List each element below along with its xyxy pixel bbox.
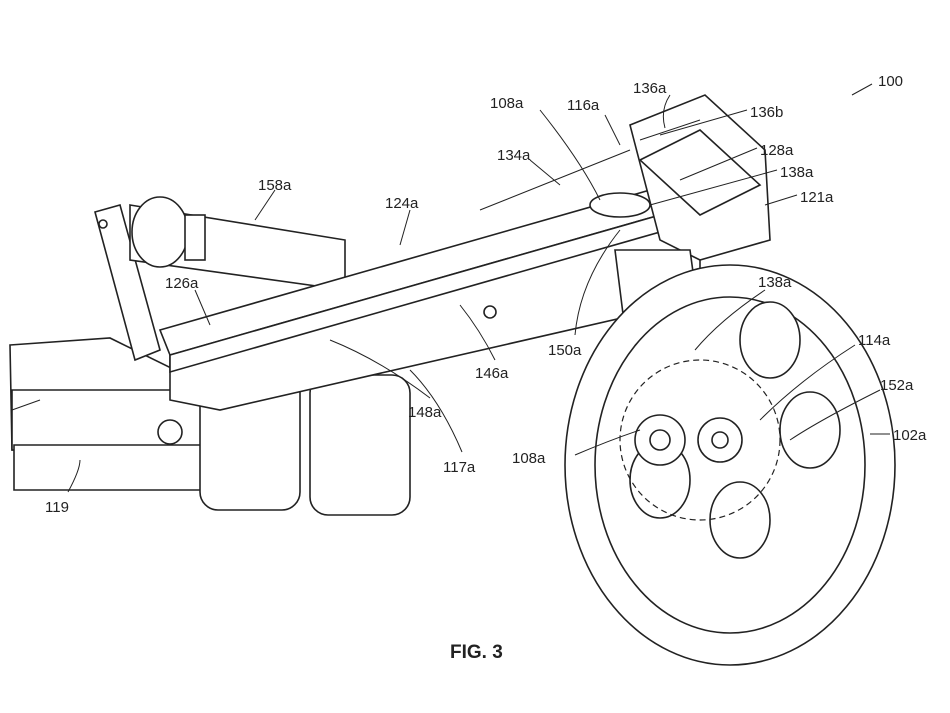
- label-136a: 136a: [633, 80, 667, 97]
- label-150a: 150a: [548, 342, 582, 359]
- label-136b: 136b: [750, 104, 783, 121]
- label-100: 100: [878, 73, 903, 90]
- block-121a: [479, 94, 771, 261]
- label-124a: 124a: [385, 195, 419, 212]
- label-128a: 128a: [760, 142, 794, 159]
- leader-lines: [67, 83, 890, 493]
- label-148a: 148a: [408, 404, 442, 421]
- label-121a: 121a: [800, 189, 834, 206]
- label-116a: 116a: [567, 97, 600, 114]
- label-152a: 152a: [880, 377, 914, 394]
- label-119: 119: [45, 499, 69, 516]
- label-146a: 146a: [475, 365, 509, 382]
- label-138a-top: 138a: [780, 164, 814, 181]
- actuator-158a: [129, 196, 346, 291]
- label-138a-mid: 138a: [758, 274, 792, 291]
- wheel-102a: [564, 264, 896, 666]
- label-102a: 102a: [893, 427, 927, 444]
- label-114a: 114a: [858, 332, 891, 349]
- motor-right: [309, 374, 411, 516]
- label-158a: 158a: [258, 177, 292, 194]
- mount-bracket: [94, 204, 161, 362]
- label-126a: 126a: [165, 275, 199, 292]
- label-134a: 134a: [497, 147, 531, 164]
- label-117a: 117a: [443, 459, 476, 476]
- label-108a-bottom: 108a: [512, 450, 546, 467]
- label-108a-top: 108a: [490, 95, 524, 112]
- figure-title: FIG. 3: [450, 642, 503, 663]
